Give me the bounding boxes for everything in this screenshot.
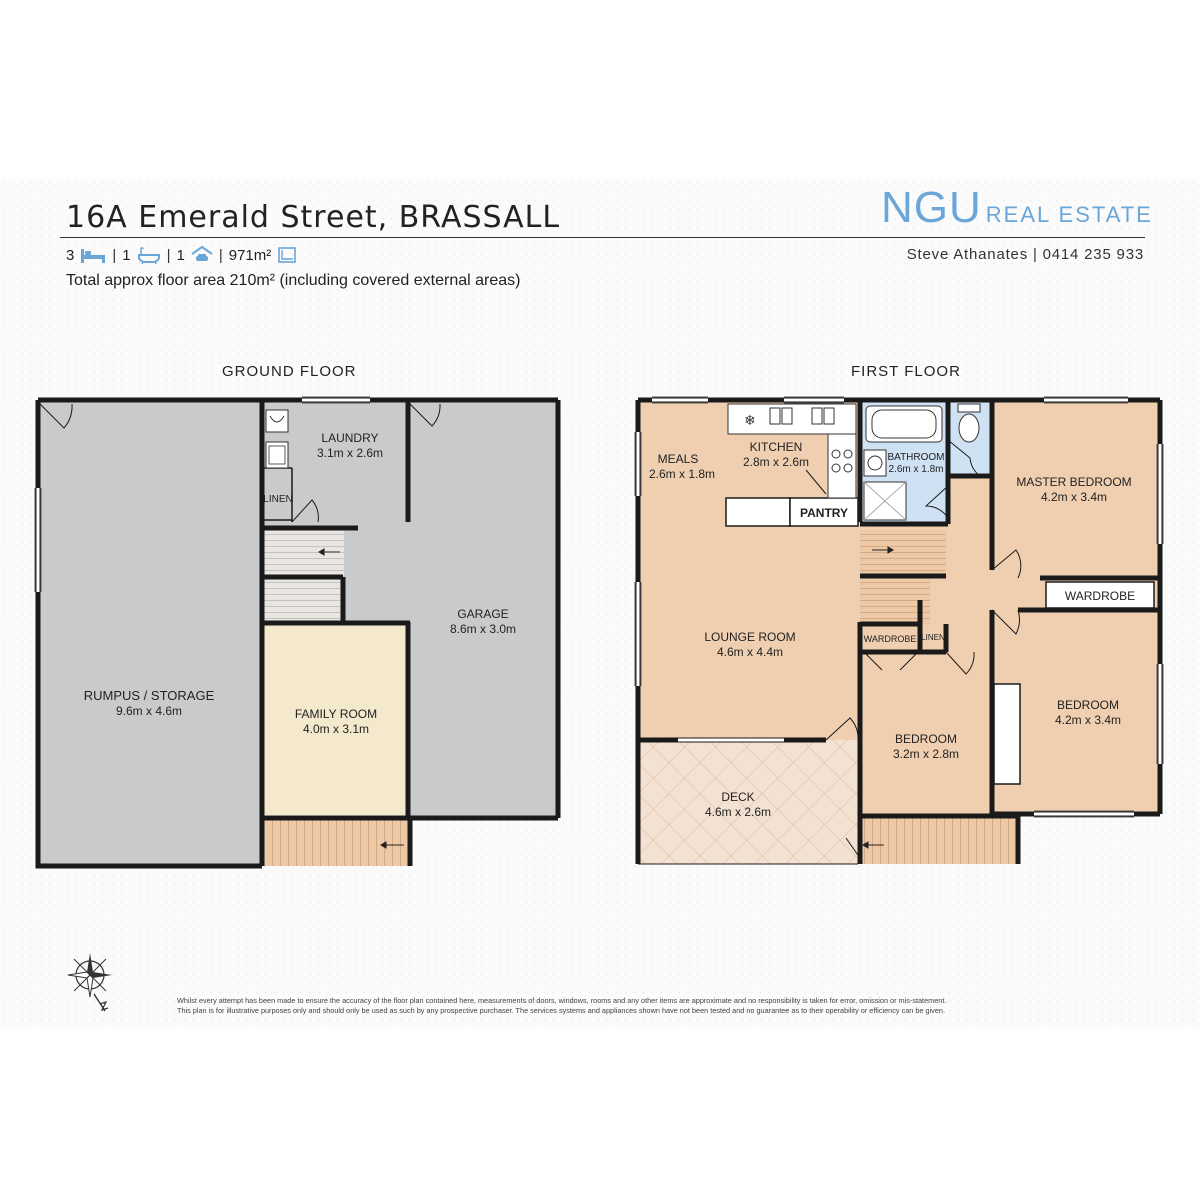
agent-contact: Steve Athanates | 0414 235 933 bbox=[906, 246, 1144, 263]
first-floor-plan: ❄ bbox=[634, 396, 1164, 865]
toilet-icon bbox=[957, 403, 981, 443]
disclaimer: Whilst every attempt has been made to en… bbox=[177, 996, 1057, 1016]
stat-separator: | bbox=[166, 246, 171, 264]
living-area bbox=[638, 400, 860, 740]
laundry-size: 3.1m x 2.6m bbox=[317, 446, 383, 460]
hall-area bbox=[343, 525, 410, 625]
ground-floor-plan: RUMPUS / STORAGE 9.6m x 4.6m LAUNDRY 3.1… bbox=[34, 396, 561, 869]
fridge-icon: ❄ bbox=[744, 413, 756, 429]
rumpus-size: 9.6m x 4.6m bbox=[116, 704, 182, 718]
family-room-area bbox=[262, 623, 410, 815]
first-floor-label: FIRST FLOOR bbox=[851, 363, 961, 380]
stat-separator: | bbox=[112, 246, 117, 264]
lounge-name: LOUNGE ROOM bbox=[704, 630, 795, 644]
stat-separator: | bbox=[218, 246, 223, 264]
bathroom-count: 1 bbox=[122, 246, 131, 264]
deck-name: DECK bbox=[721, 790, 754, 804]
garage-name: GARAGE bbox=[457, 607, 508, 621]
bedroom3-wardrobe-name: WARDROBE bbox=[864, 634, 917, 644]
disclaimer-line-2: This plan is for illustrative purposes o… bbox=[177, 1006, 945, 1015]
ground-floor-label: GROUND FLOOR bbox=[222, 363, 357, 380]
sink-icon bbox=[265, 409, 289, 469]
bedroom2-size: 4.2m x 3.4m bbox=[1055, 713, 1121, 727]
family-room-name: FAMILY ROOM bbox=[295, 707, 377, 721]
agency-suffix: REAL ESTATE bbox=[985, 202, 1153, 227]
disclaimer-line-1: Whilst every attempt has been made to en… bbox=[177, 996, 947, 1005]
ground-front-steps bbox=[262, 818, 410, 866]
lounge-size: 4.6m x 4.4m bbox=[717, 645, 783, 659]
pantry-name: PANTRY bbox=[800, 506, 848, 520]
header-rule bbox=[60, 237, 1145, 238]
kitchen-size: 2.8m x 2.6m bbox=[743, 455, 809, 469]
sink-icon bbox=[769, 407, 835, 425]
rumpus-area bbox=[38, 400, 260, 866]
bedroom-count: 3 bbox=[66, 246, 75, 264]
garage-size: 8.6m x 3.0m bbox=[450, 622, 516, 636]
land-size: 971m² bbox=[228, 246, 272, 264]
first-front-steps bbox=[860, 818, 1018, 864]
property-stats: 3 | 1 | 1 | 971m² bbox=[66, 244, 297, 266]
floor-area-text: Total approx floor area 210m² (including… bbox=[66, 272, 521, 289]
agency-logo: NGU REAL ESTATE bbox=[881, 186, 1153, 230]
bedroom2-name: BEDROOM bbox=[1057, 698, 1119, 712]
car-icon bbox=[191, 246, 213, 264]
property-address: 16A Emerald Street, BRASSALL bbox=[66, 200, 561, 235]
laundry-name: LAUNDRY bbox=[321, 431, 378, 445]
master-bedroom-name: MASTER BEDROOM bbox=[1016, 475, 1131, 489]
meals-size: 2.6m x 1.8m bbox=[649, 467, 715, 481]
bathroom-name: BATHROOM bbox=[887, 452, 944, 463]
deck-area bbox=[638, 740, 858, 864]
ground-linen-name: LINEN bbox=[263, 494, 292, 505]
car-count: 1 bbox=[176, 246, 185, 264]
bedroom3-size: 3.2m x 2.8m bbox=[893, 747, 959, 761]
rumpus-name: RUMPUS / STORAGE bbox=[84, 688, 215, 703]
vanity-icon bbox=[863, 449, 887, 477]
stove-icon bbox=[831, 449, 853, 473]
agency-name: NGU bbox=[881, 183, 982, 232]
meals-name: MEALS bbox=[658, 452, 699, 466]
bath-icon bbox=[137, 246, 161, 264]
master-bedroom-area bbox=[992, 400, 1160, 610]
land-icon bbox=[277, 246, 297, 264]
family-room-size: 4.0m x 3.1m bbox=[303, 722, 369, 736]
master-bedroom-size: 4.2m x 3.4m bbox=[1041, 490, 1107, 504]
svg-text:❄: ❄ bbox=[744, 413, 756, 429]
bed-icon bbox=[80, 246, 106, 264]
master-wardrobe-name: WARDROBE bbox=[1065, 589, 1135, 603]
shower-icon bbox=[863, 481, 907, 521]
bathroom-size: 2.6m x 1.8m bbox=[888, 464, 943, 475]
bedroom3-name: BEDROOM bbox=[895, 732, 957, 746]
first-linen-name: LINEN bbox=[921, 633, 945, 642]
compass-icon bbox=[67, 953, 112, 1012]
garage-area bbox=[410, 400, 558, 818]
first-stairs-upper bbox=[860, 530, 946, 576]
kitchen-name: KITCHEN bbox=[750, 440, 803, 454]
bathtub-icon bbox=[865, 405, 943, 443]
deck-size: 4.6m x 2.6m bbox=[705, 805, 771, 819]
